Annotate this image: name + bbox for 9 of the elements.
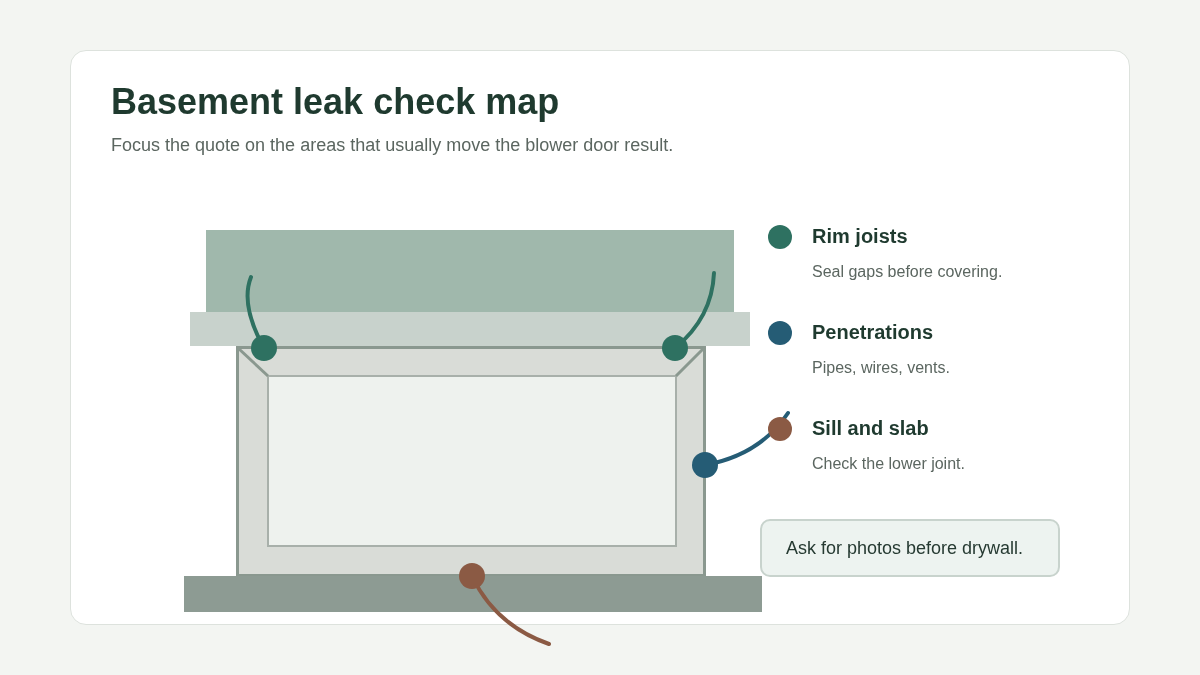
legend-description: Pipes, wires, vents.	[812, 358, 950, 378]
legend-description: Seal gaps before covering.	[812, 262, 1003, 282]
subtitle: Focus the quote on the areas that usually move the blower door result.	[111, 134, 674, 156]
legend-label: Rim joists	[812, 224, 908, 248]
legend-description: Check the lower joint.	[812, 454, 965, 474]
legend-label: Penetrations	[812, 320, 934, 344]
title: Basement leak check map	[111, 80, 560, 124]
note-callout: Ask for photos before drywall.	[760, 519, 1060, 577]
legend-label: Sill and slab	[812, 416, 929, 440]
